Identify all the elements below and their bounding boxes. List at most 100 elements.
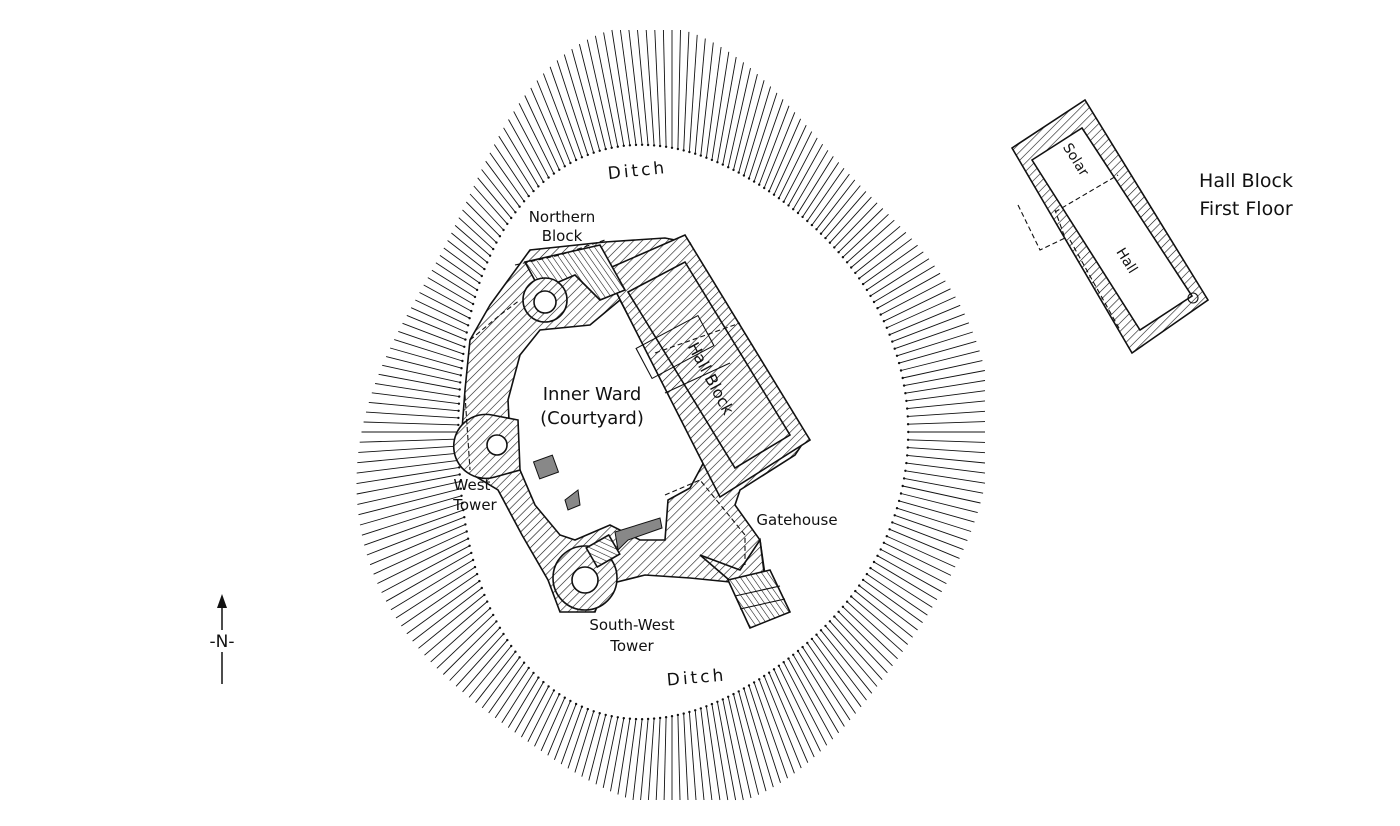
ditch-hachure-line [527,690,555,742]
ditch-hachure-line [406,314,466,341]
ditch-hachure-dot [758,678,761,681]
ditch-hachure-line [454,225,491,257]
ditch-hachure-dot [899,492,903,495]
ditch-hachure-line [536,80,571,164]
ditch-hachure-dot [652,144,656,147]
ditch-hachure-line [424,601,488,656]
ditch-hachure-line [518,103,555,174]
ditch-hachure-line [862,244,918,285]
ditch-hachure-line [806,642,856,714]
ditch-hachure-dot [522,200,526,203]
ditch-hachure-line [797,156,834,214]
ditch-hachure-line [738,691,767,792]
ditch-hachure-line [873,265,935,303]
north-arrow-icon [217,594,227,684]
ditch-hachure-dot [901,376,904,380]
ditch-hachure-dot [475,572,479,576]
ditch-hachure-dot [598,149,601,152]
ditch-hachure-dot [466,324,470,327]
ditch-hachure-dot [470,551,473,555]
ditch-hachure-dot [580,705,584,708]
ditch-hachure-line [390,559,474,611]
ditch-hachure-line [477,177,512,219]
ditch-hachure-dot [478,281,481,285]
ditch-hachure-line [419,292,470,319]
ditch-hachure-line [855,232,907,274]
ditch-hachure-dot [782,200,785,203]
ditch-hachure-dot [694,152,697,155]
ditch-hachure-dot [861,282,865,286]
ditch-hachure-dot [510,644,513,648]
ditch-hachure-dot [906,446,909,449]
ditch-hachure-dot [763,186,766,190]
ditch-hachure-dot [732,168,735,172]
ditch-hachure-dot [888,333,891,336]
ditch-hachure-dot [483,593,486,597]
ditch-hachure-dot [569,161,572,165]
ditch-hachure-dot [763,674,766,678]
ditch-hachure-line [778,131,813,199]
ditch-hachures [356,29,986,801]
ditch-hachure-dot [885,535,888,538]
ditch-hachure-dot [486,600,489,603]
ditch-hachure-dot [893,514,896,517]
ditch-hachure-dot [457,423,460,427]
ditch-hachure-dot [465,331,468,334]
ditch-hachure-dot [810,637,814,641]
ditch-hachure-line [846,219,895,263]
ditch-hachure-line [908,421,986,425]
ditch-hachure-line [902,360,983,379]
ditch-hachure-line [870,258,930,297]
ditch-hachure-line [547,700,571,756]
ditch-hachure-line [886,535,956,568]
ditch-hachure-dot [473,565,477,569]
ditch-hachure-line [688,34,698,153]
ditch-hachure-line [889,304,961,336]
ditch-hachure-line [733,693,760,795]
ditch-hachure-dot [537,185,540,188]
ditch-hachure-dot [893,347,896,350]
ditch-hachure-line [663,717,667,801]
ditch-hachure-line [521,686,549,738]
ditch-hachure-line [727,68,751,168]
ditch-hachure-line [494,667,530,719]
ditch-hachure-dot [468,317,471,320]
ditch-hachure-dot [458,473,461,476]
ditch-hachure-dot [518,656,521,659]
west-tower-label-line2: Tower [452,496,497,514]
ditch-hachure-dot [850,266,853,269]
ditch-hachure-dot [658,144,662,148]
ditch-hachure-dot [486,261,489,264]
ditch-hachure-dot [905,461,908,465]
ditch-hachure-dot [462,508,465,512]
ditch-hachure-dot [824,236,827,240]
ditch-hachure-dot [480,586,483,590]
ditch-hachure-dot [462,352,465,356]
ditch-hachure-dot [721,698,724,701]
ditch-hachure-line [716,701,737,801]
ditch-hachure-line [361,502,463,536]
ditch-hachure-line [501,672,534,724]
inner-ward-label-line1: Inner Ward [543,384,642,405]
ditch-hachure-dot [796,649,800,653]
ditch-hachure-line [705,46,722,158]
ditch-hachure-line [369,523,466,566]
ditch-hachure-line [418,594,485,649]
ditch-hachure-dot [705,156,708,159]
ditch-hachure-line [481,169,516,213]
ditch-hachure-dot [885,326,888,329]
ditch-hachure-line [773,125,807,195]
ditch-hachure-line [513,111,549,178]
ditch-hachure-line [797,650,845,727]
ditch-hachure-line [700,42,714,156]
ditch-hachure-line [855,590,913,638]
ditch-hachure-line [906,462,986,474]
ditch-hachure-dot [542,680,545,684]
ditch-hachure-dot [841,256,845,259]
ditch-hachure-line [366,516,465,556]
ditch-hachure-dot [460,367,463,370]
ditch-hachure-line [889,528,960,559]
ditch-hachure-dot [628,144,632,147]
ditch-hachure-line [908,439,986,443]
ditch-hachure-line [748,92,778,179]
